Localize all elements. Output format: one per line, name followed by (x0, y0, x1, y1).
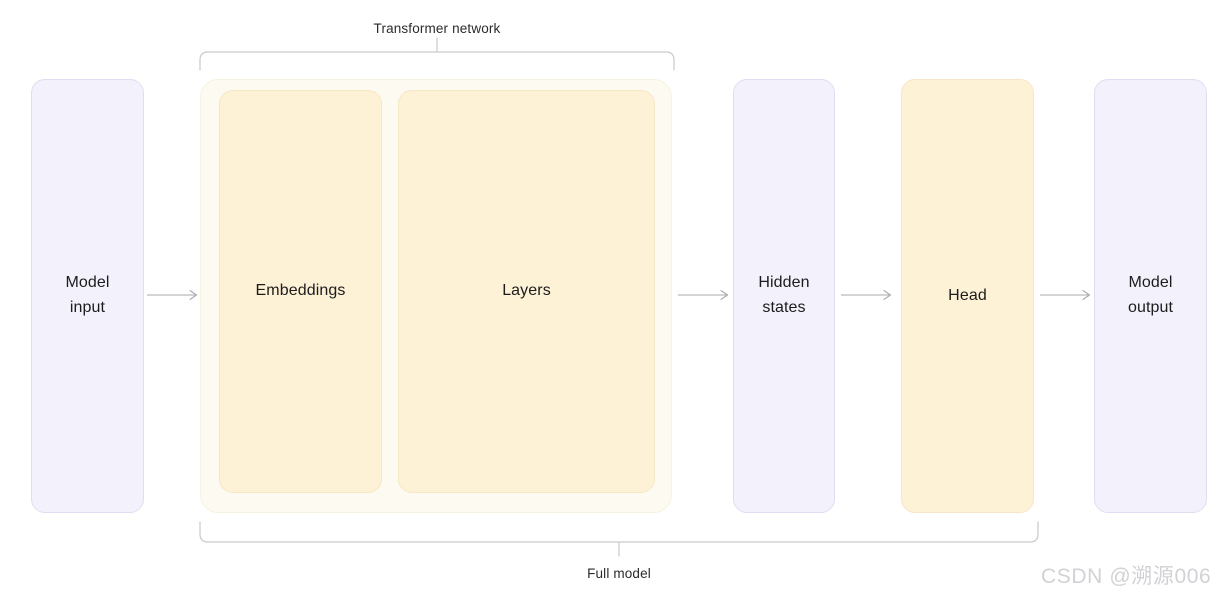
transformer-network-bracket (198, 37, 676, 72)
layers-block[interactable]: Layers (398, 90, 655, 493)
embeddings-block[interactable]: Embeddings (219, 90, 382, 493)
full-model-label: Full model (587, 566, 651, 581)
model-output-block[interactable]: Model output (1094, 79, 1207, 513)
head-block[interactable]: Head (901, 79, 1034, 513)
transformer-network-label: Transformer network (373, 21, 501, 36)
arrow-hidden-states-to-head (841, 289, 895, 301)
hidden-states-block[interactable]: Hidden states (733, 79, 835, 513)
model-input-block[interactable]: Model input (31, 79, 144, 513)
csdn-watermark: CSDN @溯源006 (1041, 565, 1212, 588)
arrow-head-to-output (1040, 289, 1094, 301)
full-model-bracket (198, 520, 1040, 557)
arrow-transformer-to-hidden-states (678, 289, 732, 301)
arrow-input-to-transformer (147, 289, 201, 301)
